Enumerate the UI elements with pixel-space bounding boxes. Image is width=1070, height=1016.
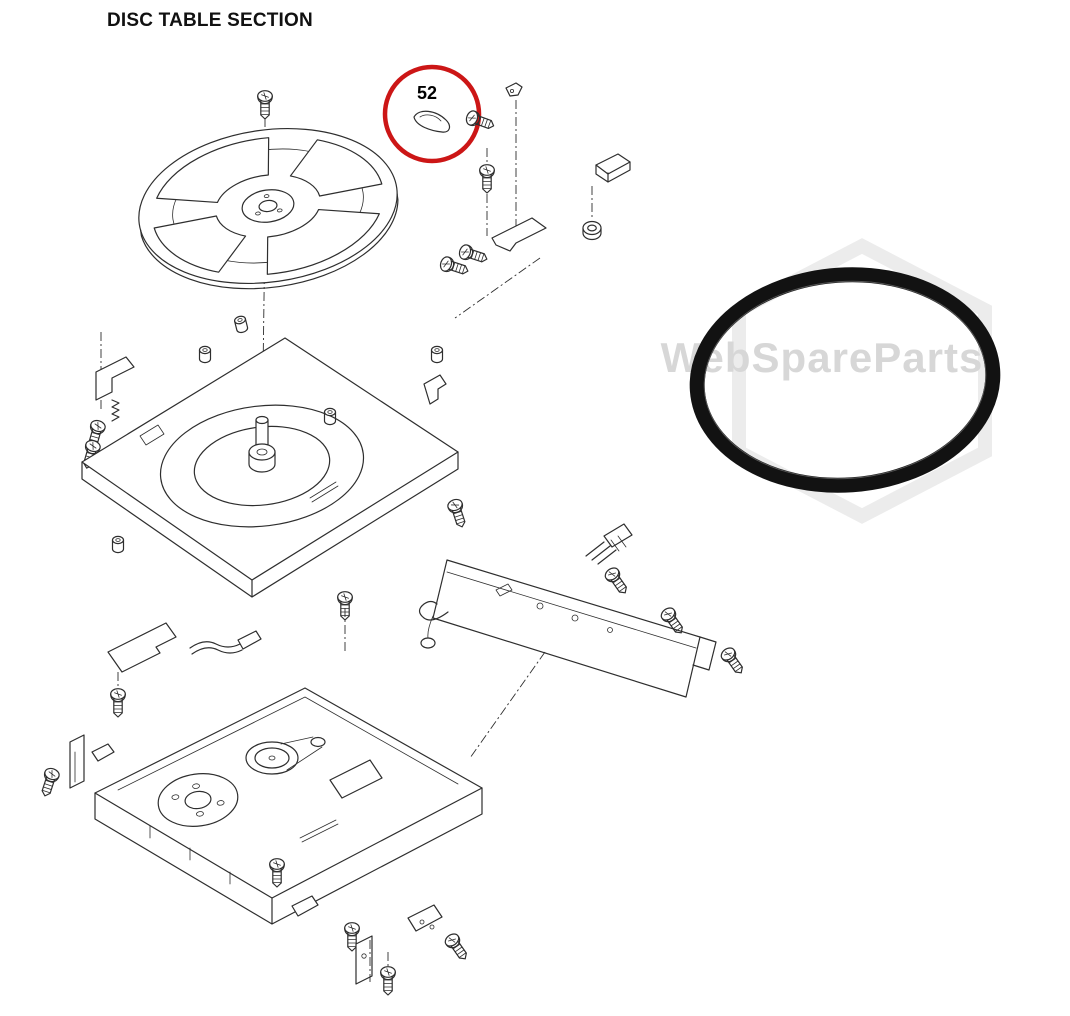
base-mechanism-tray (94, 687, 483, 925)
disc-table (138, 90, 399, 449)
bottom-fasteners (291, 895, 472, 996)
gear-wheel (157, 773, 239, 827)
l-bracket (95, 356, 135, 401)
sensor-cable (418, 600, 449, 649)
corner-clip (423, 374, 447, 405)
standoff (430, 345, 444, 364)
drive-belt-ring (689, 267, 1001, 493)
screw (442, 930, 472, 964)
corner-bracket (407, 904, 443, 932)
top-right-fasteners (463, 82, 523, 232)
screw (110, 688, 126, 718)
panel-face (432, 559, 701, 698)
chassis-plate (81, 314, 470, 652)
screw (445, 497, 470, 530)
standoff (198, 345, 212, 364)
highlight-callout: 52 (382, 64, 482, 164)
switch-bracket (491, 217, 547, 252)
screw (457, 242, 490, 267)
guide-plate (107, 622, 177, 673)
standoff (233, 314, 249, 335)
screw (37, 766, 62, 799)
left-bracket-cluster (79, 332, 135, 471)
left-slide-brackets (37, 734, 115, 799)
screw (718, 644, 748, 678)
page-title: DISC TABLE SECTION (107, 10, 313, 31)
wire-harness (585, 523, 633, 565)
spring (111, 399, 120, 422)
part-number-label: 52 (417, 83, 437, 103)
connector-block (595, 153, 631, 183)
small-bracket (291, 895, 319, 917)
clamp-bracket (505, 82, 523, 97)
grommet (582, 220, 602, 241)
screw (257, 90, 273, 120)
flex-cable-assembly (107, 622, 262, 718)
screw (380, 966, 396, 996)
upper-right-parts (438, 148, 631, 319)
tray-top-face (94, 687, 483, 899)
standoff (111, 535, 125, 554)
chassis-top-face (81, 337, 459, 581)
drive-belt-photo (689, 267, 1001, 493)
motor-pulley (245, 736, 326, 775)
screw (602, 564, 632, 598)
rear-panel-board (418, 523, 748, 759)
screw (479, 164, 495, 194)
part-52-small-belt (413, 110, 451, 133)
latch-plate (355, 935, 373, 985)
